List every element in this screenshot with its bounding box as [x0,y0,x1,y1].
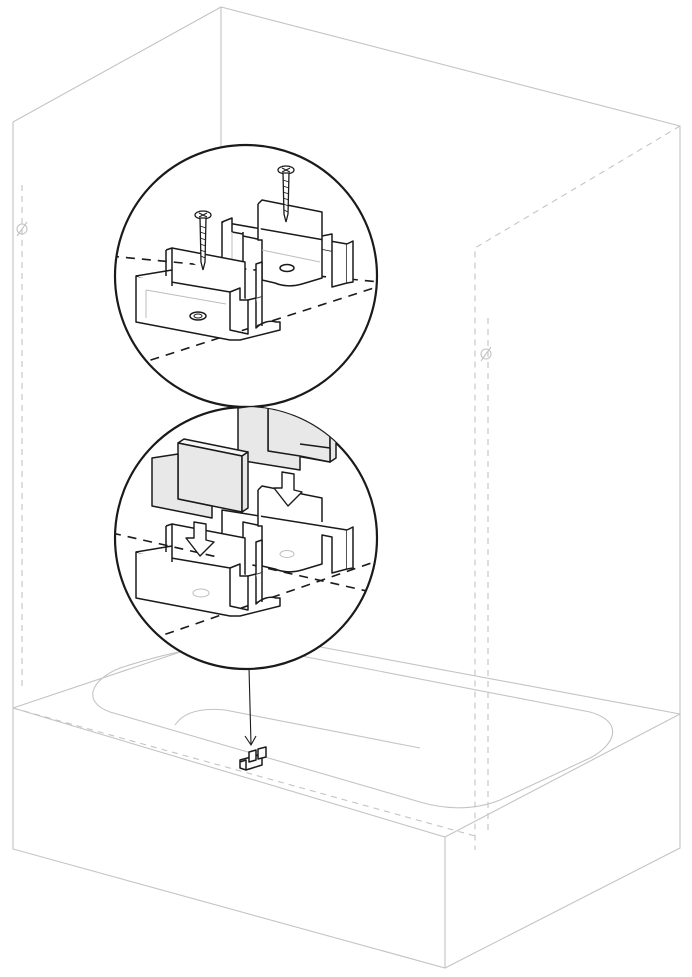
small-bracket-icon [239,746,267,771]
mounting-bracket-rear [221,199,354,288]
detail-circle-screws [113,143,379,409]
detail-circle-glass-insert [113,405,379,671]
level-mark-icon [480,346,492,362]
mounting-bracket-front [135,523,281,617]
pointer-arrow [244,667,257,747]
insert-arrow-icon [273,471,303,507]
level-mark-icon [16,221,28,237]
insert-arrow-icon [185,521,215,557]
enclosure-outline [12,6,681,850]
screw-icon [277,165,295,223]
screw-icon [194,210,212,271]
glass-panel-front [151,438,249,519]
mounting-bracket-front [135,247,281,341]
